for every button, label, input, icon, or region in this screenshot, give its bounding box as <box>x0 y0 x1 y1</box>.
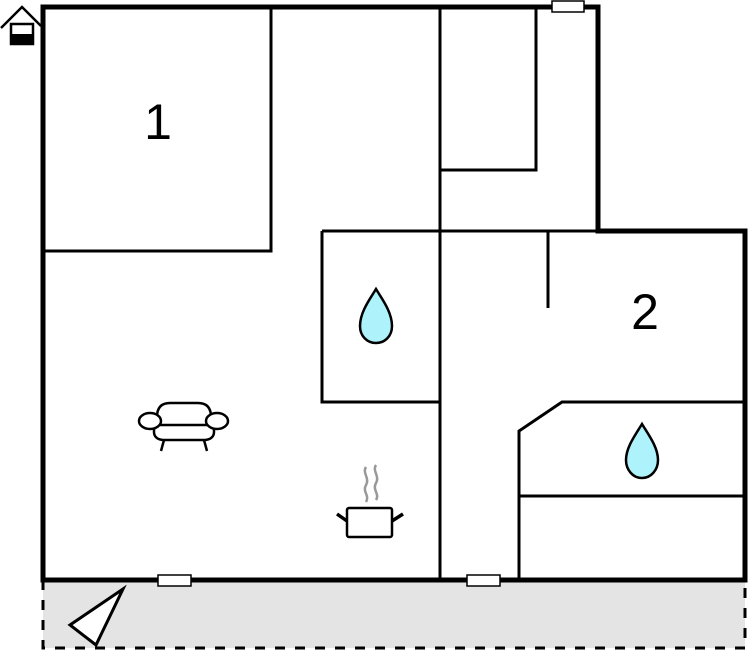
room-1-label: 1 <box>144 94 172 150</box>
window-bottom-left <box>157 574 192 587</box>
exterior-walls <box>40 4 748 583</box>
interior-walls <box>43 7 745 580</box>
window-bottom-center <box>466 574 501 587</box>
house-entrance-icon <box>0 5 42 46</box>
water-drop-icon <box>358 286 394 345</box>
terrace-triangle-icon <box>67 584 127 648</box>
cooking-pot-icon <box>335 464 404 539</box>
sofa-icon <box>137 401 230 452</box>
room-2-label: 2 <box>631 284 659 340</box>
terrace <box>41 580 747 650</box>
water-drop-icon <box>624 421 660 480</box>
window-top <box>551 0 585 13</box>
